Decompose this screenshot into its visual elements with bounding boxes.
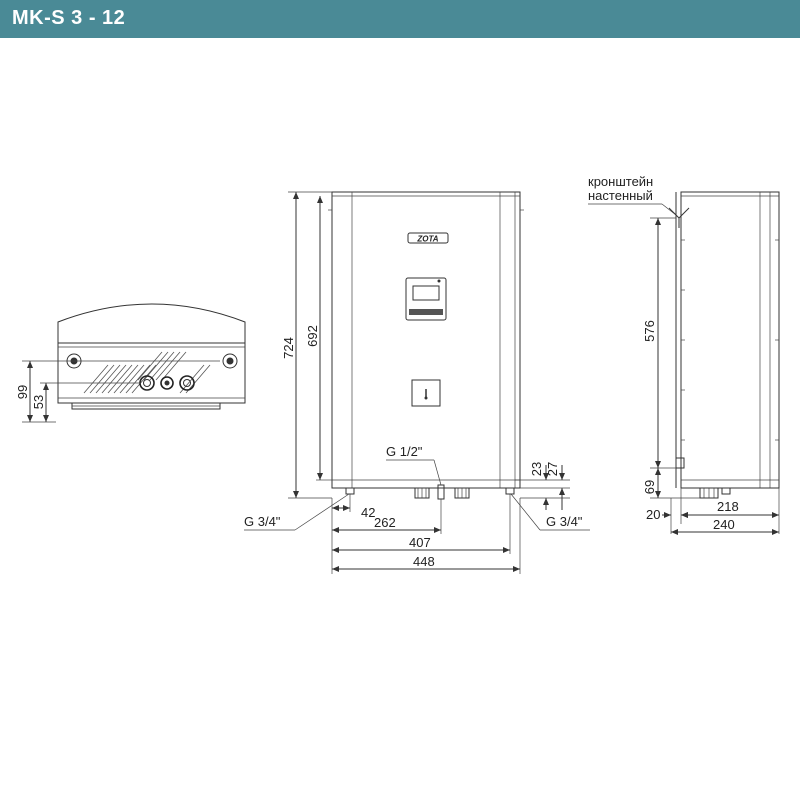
dim-23: 23 <box>529 462 544 476</box>
control-buttons <box>409 309 443 315</box>
dim-724: 724 <box>281 337 296 359</box>
dim-262: 262 <box>374 515 396 530</box>
bracket-label-line-2: настенный <box>588 188 653 203</box>
boiler-side-body <box>680 191 780 489</box>
dim-692: 692 <box>305 325 320 347</box>
bottom-view-body <box>57 342 246 404</box>
bottom-view-top-cover <box>57 303 246 344</box>
dim-42: 42 <box>361 505 375 520</box>
bracket-label-line-1: кронштейн <box>588 174 653 189</box>
pipe-connection-right <box>179 375 195 391</box>
control-panel <box>405 277 447 321</box>
label-g-1-2: G 1/2" <box>386 444 423 459</box>
pipe-connection-left <box>139 375 155 391</box>
vent-grille <box>83 351 211 394</box>
front-view: ZOTA <box>244 191 590 574</box>
screw-right <box>222 353 238 369</box>
side-view: кронштейн настенный <box>588 174 780 535</box>
bottom-view: 99 53 <box>15 303 246 423</box>
side-fittings <box>699 487 731 499</box>
label-g-3-4-right: G 3/4" <box>546 514 583 529</box>
pipe-connection-middle <box>160 376 174 390</box>
dim-576: 576 <box>642 320 657 342</box>
zota-logo: ZOTA <box>407 232 449 244</box>
dim-99: 99 <box>15 385 30 399</box>
dim-20: 20 <box>646 507 660 522</box>
dim-69: 69 <box>642 480 657 494</box>
lower-hook <box>675 457 685 469</box>
display-screen <box>412 285 440 301</box>
title-bar: MK-S 3 - 12 <box>0 0 800 38</box>
dim-53: 53 <box>31 395 46 409</box>
power-switch <box>411 379 441 407</box>
dim-218: 218 <box>717 499 739 514</box>
label-g-3-4-left: G 3/4" <box>244 514 281 529</box>
dim-240: 240 <box>713 517 735 532</box>
dim-407: 407 <box>409 535 431 550</box>
page-title: MK-S 3 - 12 <box>12 7 126 29</box>
dim-27: 27 <box>545 462 560 476</box>
svg-text:ZOTA: ZOTA <box>416 235 438 244</box>
bottom-fittings <box>345 484 515 500</box>
dim-448: 448 <box>413 554 435 569</box>
